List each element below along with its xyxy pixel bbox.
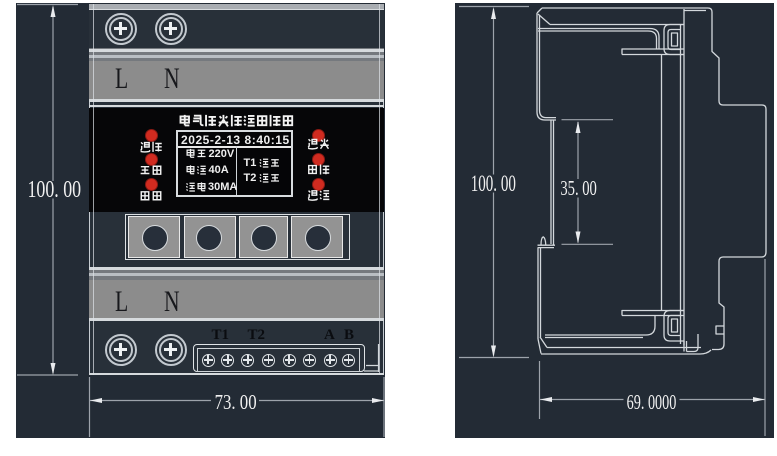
svg-text:69. 0000: 69. 0000 (627, 390, 677, 414)
svg-text:100. 00: 100. 00 (27, 175, 81, 202)
svg-text:73. 00: 73. 00 (215, 391, 257, 414)
svg-text:100. 00: 100. 00 (471, 171, 516, 197)
svg-text:35. 00: 35. 00 (560, 176, 597, 199)
